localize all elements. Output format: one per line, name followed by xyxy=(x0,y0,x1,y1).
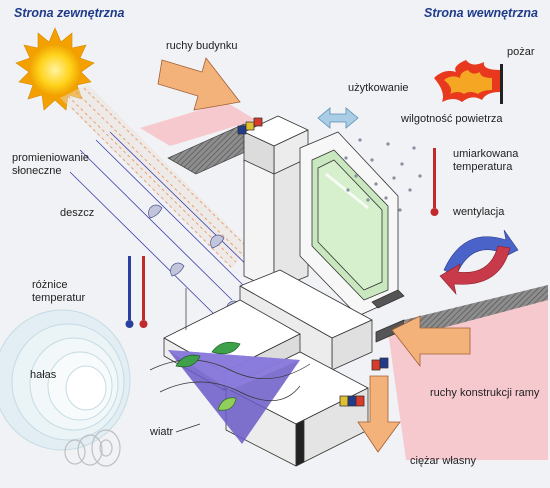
leaf-icon xyxy=(175,341,241,411)
label-temp-diff-1: różnice xyxy=(32,279,68,291)
sun-icon xyxy=(15,27,95,111)
label-ventilation: wentylacja xyxy=(453,206,505,218)
ventilation-arrows-icon xyxy=(439,229,519,296)
leader-lines xyxy=(175,288,201,433)
label-solar-1: promieniowanie xyxy=(12,152,90,164)
thermometer-icon xyxy=(125,256,148,328)
label-temp-diff-2: temperatur xyxy=(32,292,86,304)
dead-weight-arrow xyxy=(357,375,401,453)
thermometer-icon-inside xyxy=(430,148,439,216)
frame-movement-arrow xyxy=(391,315,471,368)
rain-lines xyxy=(69,131,259,319)
noise-wave-icon xyxy=(0,309,131,467)
label-moderate-temp-2: temperatura xyxy=(453,161,513,173)
label-usage: użytkowanie xyxy=(348,82,409,94)
fire-icon xyxy=(434,60,503,104)
label-fire: pożar xyxy=(507,46,535,58)
outside-title: Strona zewnętrzna xyxy=(14,6,125,20)
label-wind: wiatr xyxy=(150,426,174,438)
label-building-movement: ruchy budynku xyxy=(166,40,238,52)
inside-title: Strona wewnętrzna xyxy=(424,6,538,20)
label-rain: deszcz xyxy=(60,207,95,219)
usage-arrow-icon xyxy=(317,107,359,129)
label-frame-movement: ruchy konstrukcji ramy xyxy=(430,387,540,399)
wind-icon xyxy=(149,350,311,444)
label-moderate-temp-1: umiarkowana xyxy=(453,148,519,160)
building-movement-arrow xyxy=(157,57,241,111)
label-noise: hałas xyxy=(30,369,57,381)
label-solar-2: słoneczne xyxy=(12,165,62,177)
label-humidity: wilgotność powietrza xyxy=(401,113,503,125)
wall-inside xyxy=(388,285,548,460)
wall-outside xyxy=(140,102,256,146)
label-dead-weight: ciężar własny xyxy=(410,455,477,467)
window-frame xyxy=(163,115,405,467)
humidity-drops xyxy=(344,138,422,212)
